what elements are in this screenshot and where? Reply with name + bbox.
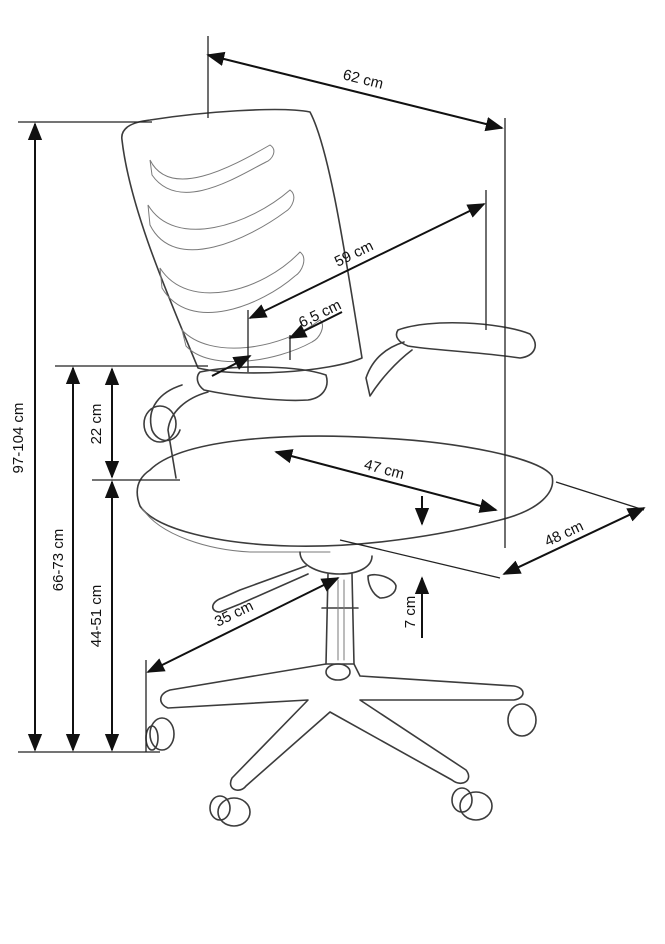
caster-front-right bbox=[459, 791, 493, 821]
chair-illustration bbox=[121, 108, 554, 827]
chair-backrest bbox=[121, 108, 363, 374]
backrest-mesh-wave-2 bbox=[147, 189, 295, 251]
casters bbox=[145, 663, 537, 827]
caster-front-left bbox=[217, 797, 251, 827]
chair-base bbox=[159, 663, 524, 791]
caster-back bbox=[325, 663, 351, 681]
dim-backrest-height-arrow bbox=[248, 203, 486, 319]
label-base-radius: 35 cm bbox=[212, 597, 256, 630]
caster-right bbox=[507, 703, 537, 737]
backrest-mesh-wave-3 bbox=[159, 251, 305, 313]
chair-armrest-far bbox=[395, 321, 536, 359]
chair-armrest-near-support bbox=[149, 384, 209, 479]
dimension-arrows bbox=[27, 51, 646, 752]
caster-left-2 bbox=[145, 725, 159, 751]
label-seat-height: 44-51 cm bbox=[88, 585, 105, 648]
label-seat-depth: 47 cm bbox=[362, 456, 406, 483]
chair-armrest-near bbox=[196, 366, 328, 402]
dim-base-radius-arrow bbox=[146, 577, 340, 673]
caster-front-left-2 bbox=[209, 795, 231, 821]
seat-underside bbox=[141, 507, 331, 553]
gas-cylinder-highlight bbox=[337, 579, 345, 661]
dim-seat-depth-arrow bbox=[274, 449, 498, 513]
dim-total-depth-arrow bbox=[206, 51, 504, 132]
tilt-knob bbox=[367, 573, 397, 599]
chair-armrest-far-support bbox=[365, 341, 413, 397]
height-lever bbox=[211, 565, 309, 613]
caster-left bbox=[149, 717, 175, 751]
label-armrest-width: 6,5 cm bbox=[296, 296, 344, 331]
dim-armrest-width-arrow-1 bbox=[211, 355, 252, 377]
backrest-mesh-wave-1 bbox=[149, 144, 275, 193]
gas-cylinder bbox=[321, 573, 359, 665]
caster-front-right-2 bbox=[451, 787, 473, 813]
label-armrest-height: 22 cm bbox=[88, 404, 105, 445]
backrest-mesh-wave-4 bbox=[181, 319, 323, 363]
dimension-labels: 62 cm 59 cm 6,5 cm 22 cm 47 cm 48 cm 7 c… bbox=[10, 66, 586, 647]
label-seat-thickness: 7 cm bbox=[402, 596, 419, 629]
label-armrest-floor-height: 66-73 cm bbox=[50, 529, 67, 592]
dim-seat-width-arrow bbox=[502, 507, 646, 575]
chair-seat bbox=[136, 435, 554, 548]
label-total-height: 97-104 cm bbox=[10, 403, 27, 474]
seat-mechanism bbox=[299, 551, 373, 575]
dim-armrest-width-arrow-2 bbox=[288, 311, 343, 339]
label-backrest-height: 59 cm bbox=[332, 237, 376, 270]
armrest-pivot bbox=[143, 405, 177, 443]
